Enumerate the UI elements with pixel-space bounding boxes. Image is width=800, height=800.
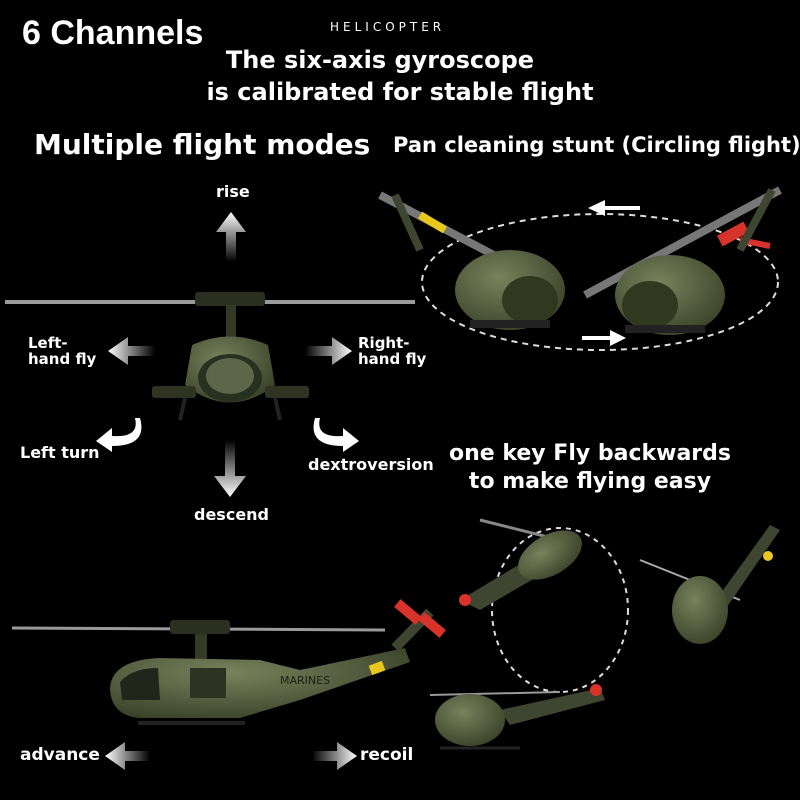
left-hand-arrow-icon [108,337,155,365]
loop-helicopter-right [639,525,780,644]
rise-arrow-icon [216,212,246,262]
gyro-line-1: The six-axis gyroscope [0,46,800,74]
left-hand-line1: Left- [28,334,68,352]
right-hand-line1: Right- [358,334,410,352]
gyro-line-1-text: The six-axis gyroscope [225,46,535,74]
left-hand-line2: hand fly [28,350,97,368]
loop-path [491,527,629,693]
advance-label: advance [20,745,100,765]
circling-arrow-bottom-icon [582,330,626,346]
side-view-helicopter: MARINES [11,599,446,725]
loop-helicopter-bottom [429,684,605,750]
right-hand-arrow-icon [305,337,352,365]
brand-label: HELICOPTER [330,20,446,34]
recoil-arrow-icon [312,742,357,770]
loop-helicopter-top [459,518,582,610]
page-title: 6 Channels [22,14,204,52]
flight-modes-heading: Multiple flight modes [34,128,371,161]
dextroversion-arrow-icon [313,418,359,452]
right-hand-line2: hand fly [358,350,427,368]
gyro-line-2: is calibrated for stable flight [206,78,594,106]
front-view-helicopter [5,292,415,421]
left-turn-arrow-icon [96,418,142,452]
circling-path [421,213,779,351]
dextroversion-label: dextroversion [308,455,434,474]
circling-helicopter-right [583,186,782,335]
recoil-label: recoil [360,745,414,765]
tail-marking-text: MARINES [280,674,330,687]
fly-backwards-caption: one key Fly backwards to make flying eas… [0,440,800,496]
advance-arrow-icon [105,742,150,770]
left-hand-fly-label: Left- hand fly [28,335,96,367]
descend-arrow-icon [214,440,246,497]
left-turn-label: Left turn [20,443,100,462]
circling-stunt-heading: Pan cleaning stunt (Circling flight) [393,133,800,157]
circling-arrow-top-icon [588,200,640,216]
rise-label: rise [216,182,250,201]
circling-helicopter-left [378,191,565,330]
descend-label: descend [194,505,270,524]
fly-backwards-line1: one key Fly backwards [448,441,731,466]
fly-backwards-line2: to make flying easy [468,469,712,494]
right-hand-fly-label: Right- hand fly [358,335,426,367]
